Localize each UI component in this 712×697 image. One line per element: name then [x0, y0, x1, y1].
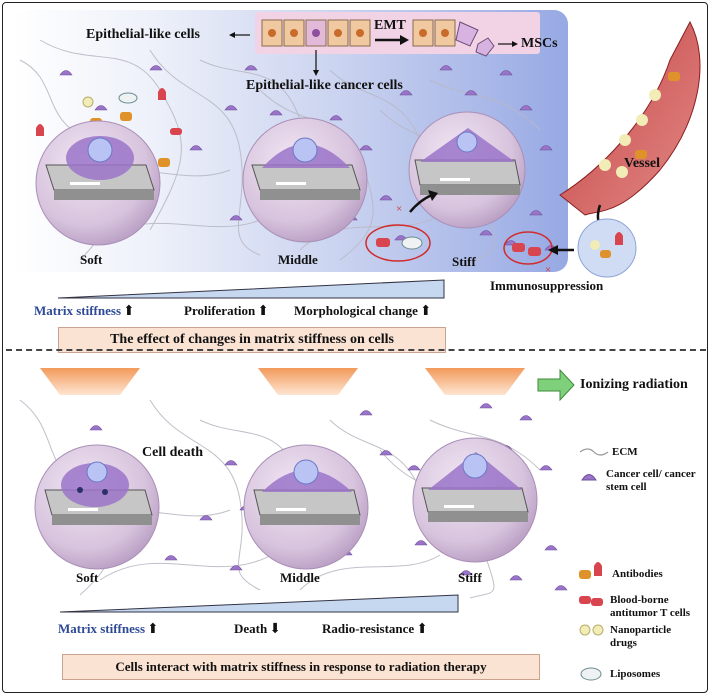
label-ionizing-radiation: Ionizing radiation — [580, 377, 688, 392]
stiffness-gradient-top — [57, 279, 445, 299]
label-epithelial-cancer-cells: Epithelial-like cancer cells — [246, 78, 403, 93]
stage-stiff-bottom: Stiff — [458, 570, 482, 585]
nanoparticle-icon — [579, 624, 604, 636]
emt-header — [229, 12, 540, 76]
svg-text:×: × — [396, 203, 402, 215]
legend-antibodies: Antibodies — [612, 568, 663, 580]
vessel-cargo-bubble — [577, 218, 637, 278]
radiation-arrow — [537, 368, 575, 402]
legend-nanoparticles: Nanoparticle drugs — [610, 624, 672, 649]
stage-middle-top: Middle — [278, 252, 318, 267]
label-emt: EMT — [374, 18, 406, 33]
stage-stiff-top: Stiff — [452, 254, 476, 269]
gradient-label-death: Death — [234, 621, 281, 638]
immunosuppression-marker: × — [503, 231, 574, 276]
sphere-stiff-top — [408, 111, 526, 229]
legend-t-cells: Blood-borne antitumor T cells — [610, 594, 691, 619]
legend-icons — [579, 448, 609, 681]
t-cell-icon — [579, 596, 603, 606]
sphere-middle-bottom — [243, 444, 369, 570]
label-epithelial-like-cells: Epithelial-like cells — [86, 27, 200, 42]
antibody-icon — [579, 562, 602, 579]
section-divider — [6, 349, 706, 351]
gradient-label-radio-resistance: Radio-resistance — [322, 621, 428, 638]
caption-top: The effect of changes in matrix stiffnes… — [58, 327, 446, 353]
svg-text:×: × — [545, 264, 551, 276]
legend-ecm: ECM — [612, 446, 638, 458]
liposome-icon — [580, 667, 602, 681]
label-immunosuppression: Immunosuppression — [490, 278, 604, 293]
cancer-cell-icon — [581, 474, 597, 481]
sphere-soft-top — [35, 120, 161, 246]
legend-liposomes: Liposomes — [610, 668, 661, 680]
mesenchymal-cell-row — [412, 19, 495, 57]
stage-soft-top: Soft — [80, 252, 103, 267]
sphere-middle-top — [242, 117, 368, 243]
label-mscs: MSCs — [521, 36, 558, 51]
gradient-label-matrix-stiffness-top: Matrix stiffness — [34, 303, 135, 320]
scattered-cancer-cells-bottom — [89, 403, 568, 591]
legend-cancer-cell: Cancer cell/ cancer stem cell — [606, 468, 696, 493]
gradient-label-matrix-stiffness-bottom: Matrix stiffness — [58, 621, 159, 638]
soft-region-agents — [36, 88, 182, 167]
blood-vessel — [559, 20, 701, 234]
sphere-soft-bottom — [34, 444, 160, 570]
gradient-label-morphological-change: Morphological change — [294, 303, 432, 320]
gradient-label-proliferation: Proliferation — [184, 303, 269, 320]
epithelial-cell-row — [261, 19, 371, 47]
radiation-beams — [40, 368, 525, 395]
excluded-agents-stiff: × — [365, 190, 438, 262]
stage-middle-bottom: Middle — [280, 570, 320, 585]
label-cell-death: Cell death — [142, 445, 204, 460]
stiffness-gradient-bottom — [59, 594, 459, 613]
caption-bottom: Cells interact with matrix stiffness in … — [62, 654, 540, 680]
label-vessel: Vessel — [624, 156, 661, 171]
sphere-stiff-bottom — [412, 437, 538, 563]
ecm-fiber-icon — [579, 448, 609, 456]
stage-soft-bottom: Soft — [76, 570, 99, 585]
